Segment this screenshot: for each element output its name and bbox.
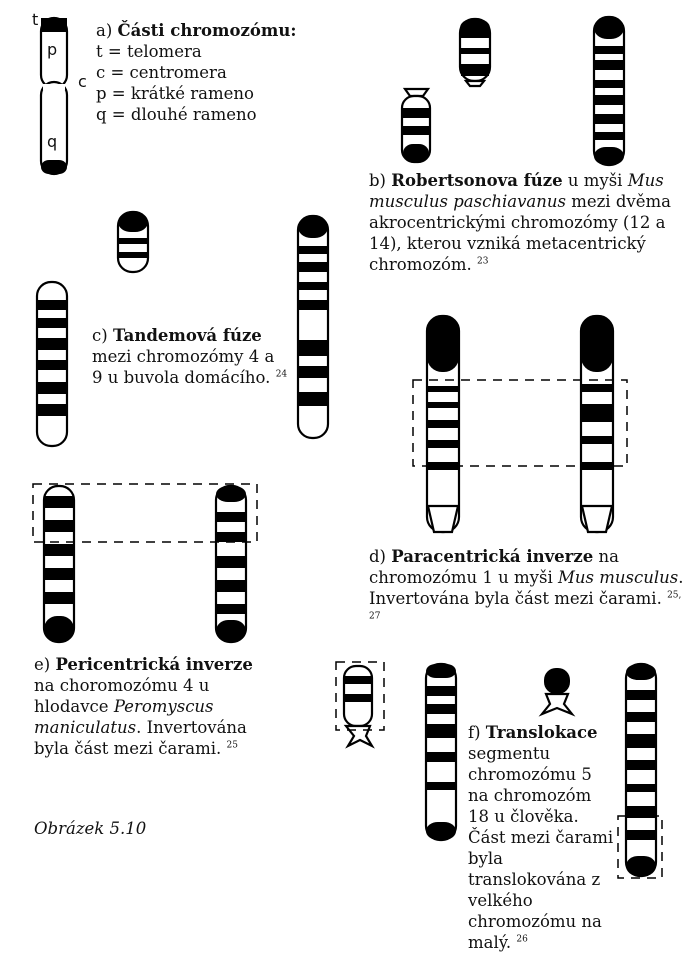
legend-item-centromere: c = centromera <box>96 63 227 82</box>
legend-item-telomere: t = telomera <box>96 42 202 61</box>
chromosome-b-top <box>458 17 492 88</box>
section-f-caption: f) Translokace segmentu chromozómu 5 na … <box>468 723 614 952</box>
chromosome-e-left <box>42 484 76 644</box>
chromosome-d-left <box>425 314 461 534</box>
long-arm-label: q <box>47 132 58 151</box>
section-a-text: a) Části chromozómu: t = telomera c = ce… <box>96 20 316 125</box>
section-e-caption: e) Pericentrická inverze na choromozómu … <box>34 655 253 758</box>
inversion-boundary-d <box>412 379 628 467</box>
telomere-label: t <box>32 10 39 29</box>
legend-item-long-arm: q = dlouhé rameno <box>96 105 257 124</box>
chromosome-e-right <box>214 484 248 644</box>
centromere-label: c <box>78 72 87 91</box>
short-arm-label: p <box>47 40 58 59</box>
section-c-caption: c) Tandemová fúze mezi chromozómy 4 a 9 … <box>92 326 288 387</box>
figure-caption: Obrázek 5.10 <box>34 819 147 838</box>
chromosome-c-fused <box>296 214 330 440</box>
chromosome-f-large-right <box>624 662 658 878</box>
chromosome-b-fused <box>592 15 626 167</box>
chromosome-f-acrocentric <box>538 668 576 717</box>
section-b-caption: b) Robertsonova fúze u myši Mus musculus… <box>369 171 671 274</box>
section-d-caption: d) Paracentrická inverze na chromozómu 1… <box>369 547 684 622</box>
translocation-segment-small <box>335 661 385 731</box>
chromosome-c-left <box>35 280 69 448</box>
chromosome-f-large-left <box>424 662 458 842</box>
chromosome-c-small <box>116 210 150 274</box>
legend-item-short-arm: p = krátké rameno <box>96 84 254 103</box>
translocation-segment-large <box>617 815 663 879</box>
chromosome-parts-example <box>39 16 69 176</box>
chromosome-f-small-derivative <box>342 664 375 749</box>
chromosome-diagram: .ch { fill:#fff; stroke:#000; stroke-wid… <box>32 15 663 879</box>
inversion-boundary-e <box>32 483 258 543</box>
chromosome-d-right <box>579 314 615 534</box>
chromosome-b-small <box>400 87 432 164</box>
section-a-title: Části chromozómu: <box>117 21 297 40</box>
